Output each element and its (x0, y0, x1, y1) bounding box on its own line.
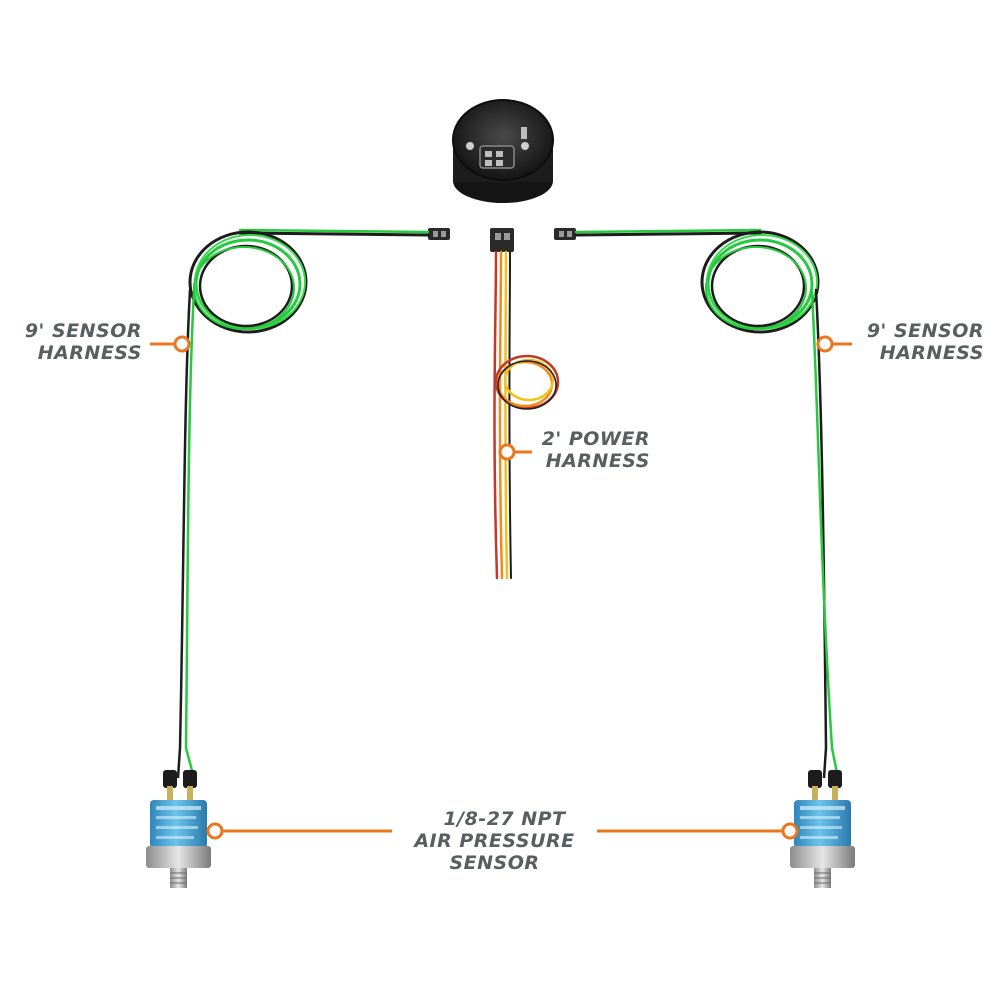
right-sensor-connector (554, 228, 576, 240)
left-sensor-harness-label: 9' SENSOR HARNESS (14, 320, 142, 364)
power-connector (490, 228, 514, 252)
right-sensor-harness (574, 228, 834, 750)
left-sensor-harness-line1: 9' SENSOR (24, 320, 142, 342)
left-pressure-sensor-icon (146, 747, 211, 888)
power-harness-line2: HARNESS (545, 450, 650, 472)
power-harness-line1: 2' POWER (541, 428, 650, 450)
left-sensor-harness (178, 228, 430, 750)
air-pressure-sensor-line1: 1/8-27 NPT (443, 808, 566, 830)
right-pressure-sensor-icon (790, 747, 855, 888)
left-sensor-connector (428, 228, 450, 240)
air-pressure-sensor-line2: AIR PRESSURE (414, 830, 575, 852)
power-harness (493, 250, 560, 580)
right-sensor-harness-label: 9' SENSOR HARNESS (856, 320, 984, 364)
right-sensor-harness-line2: HARNESS (879, 342, 984, 364)
air-pressure-sensor-label: 1/8-27 NPT AIR PRESSURE SENSOR (392, 808, 597, 874)
callout-power-harness (498, 443, 532, 461)
callout-left-harness (150, 335, 191, 353)
power-harness-label: 2' POWER HARNESS (536, 428, 650, 472)
callout-right-harness (816, 335, 852, 353)
air-pressure-sensor-line3: SENSOR (449, 852, 540, 874)
right-sensor-harness-line1: 9' SENSOR (866, 320, 984, 342)
callout-sensor (206, 822, 799, 840)
gauge-back-icon (452, 99, 554, 203)
left-sensor-harness-line2: HARNESS (37, 342, 142, 364)
